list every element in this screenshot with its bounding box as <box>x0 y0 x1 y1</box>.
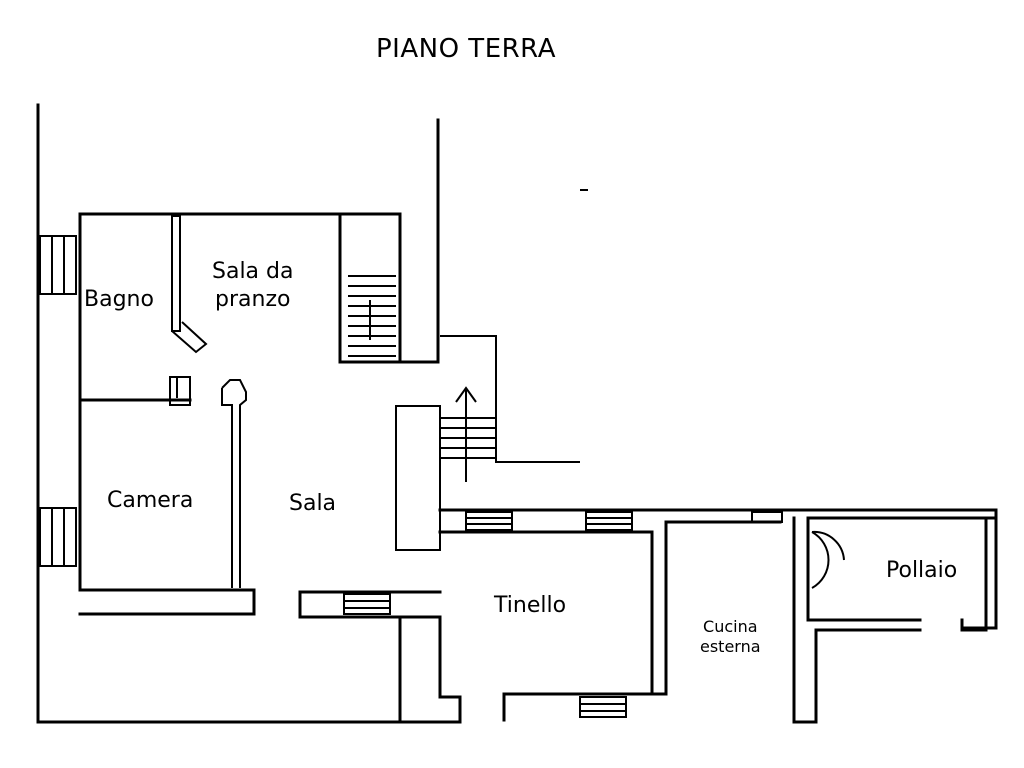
room-label-pollaio: Pollaio <box>886 558 958 583</box>
room-label-cucina-esterna-line2: esterna <box>700 637 761 656</box>
outer-walls <box>36 103 462 724</box>
plan-title: PIANO TERRA <box>376 34 556 64</box>
room-label-camera: Camera <box>107 488 194 513</box>
left-window-upper <box>39 235 77 295</box>
tinello-walls <box>298 508 998 724</box>
bagno-partition <box>78 215 208 406</box>
room-label-sala-da-pranzo: Sala da pranzo <box>212 258 293 313</box>
staircase-lower <box>395 335 580 551</box>
tinello-windows <box>343 511 783 718</box>
room-label-bagno: Bagno <box>84 287 154 312</box>
room-label-sala-da-pranzo-line2: pranzo <box>215 286 291 312</box>
staircase-upper <box>338 118 588 364</box>
room-label-sala-da-pranzo-line1: Sala da <box>212 259 294 284</box>
room-label-cucina-esterna-line1: Cucina <box>703 617 758 636</box>
room-label-cucina-esterna: Cucina esterna <box>700 617 761 657</box>
cucina-pollaio-walls <box>792 508 998 724</box>
camera-partition <box>78 379 256 616</box>
room-label-sala: Sala <box>289 491 337 516</box>
left-window-lower <box>39 507 77 567</box>
room-label-tinello: Tinello <box>494 593 567 618</box>
